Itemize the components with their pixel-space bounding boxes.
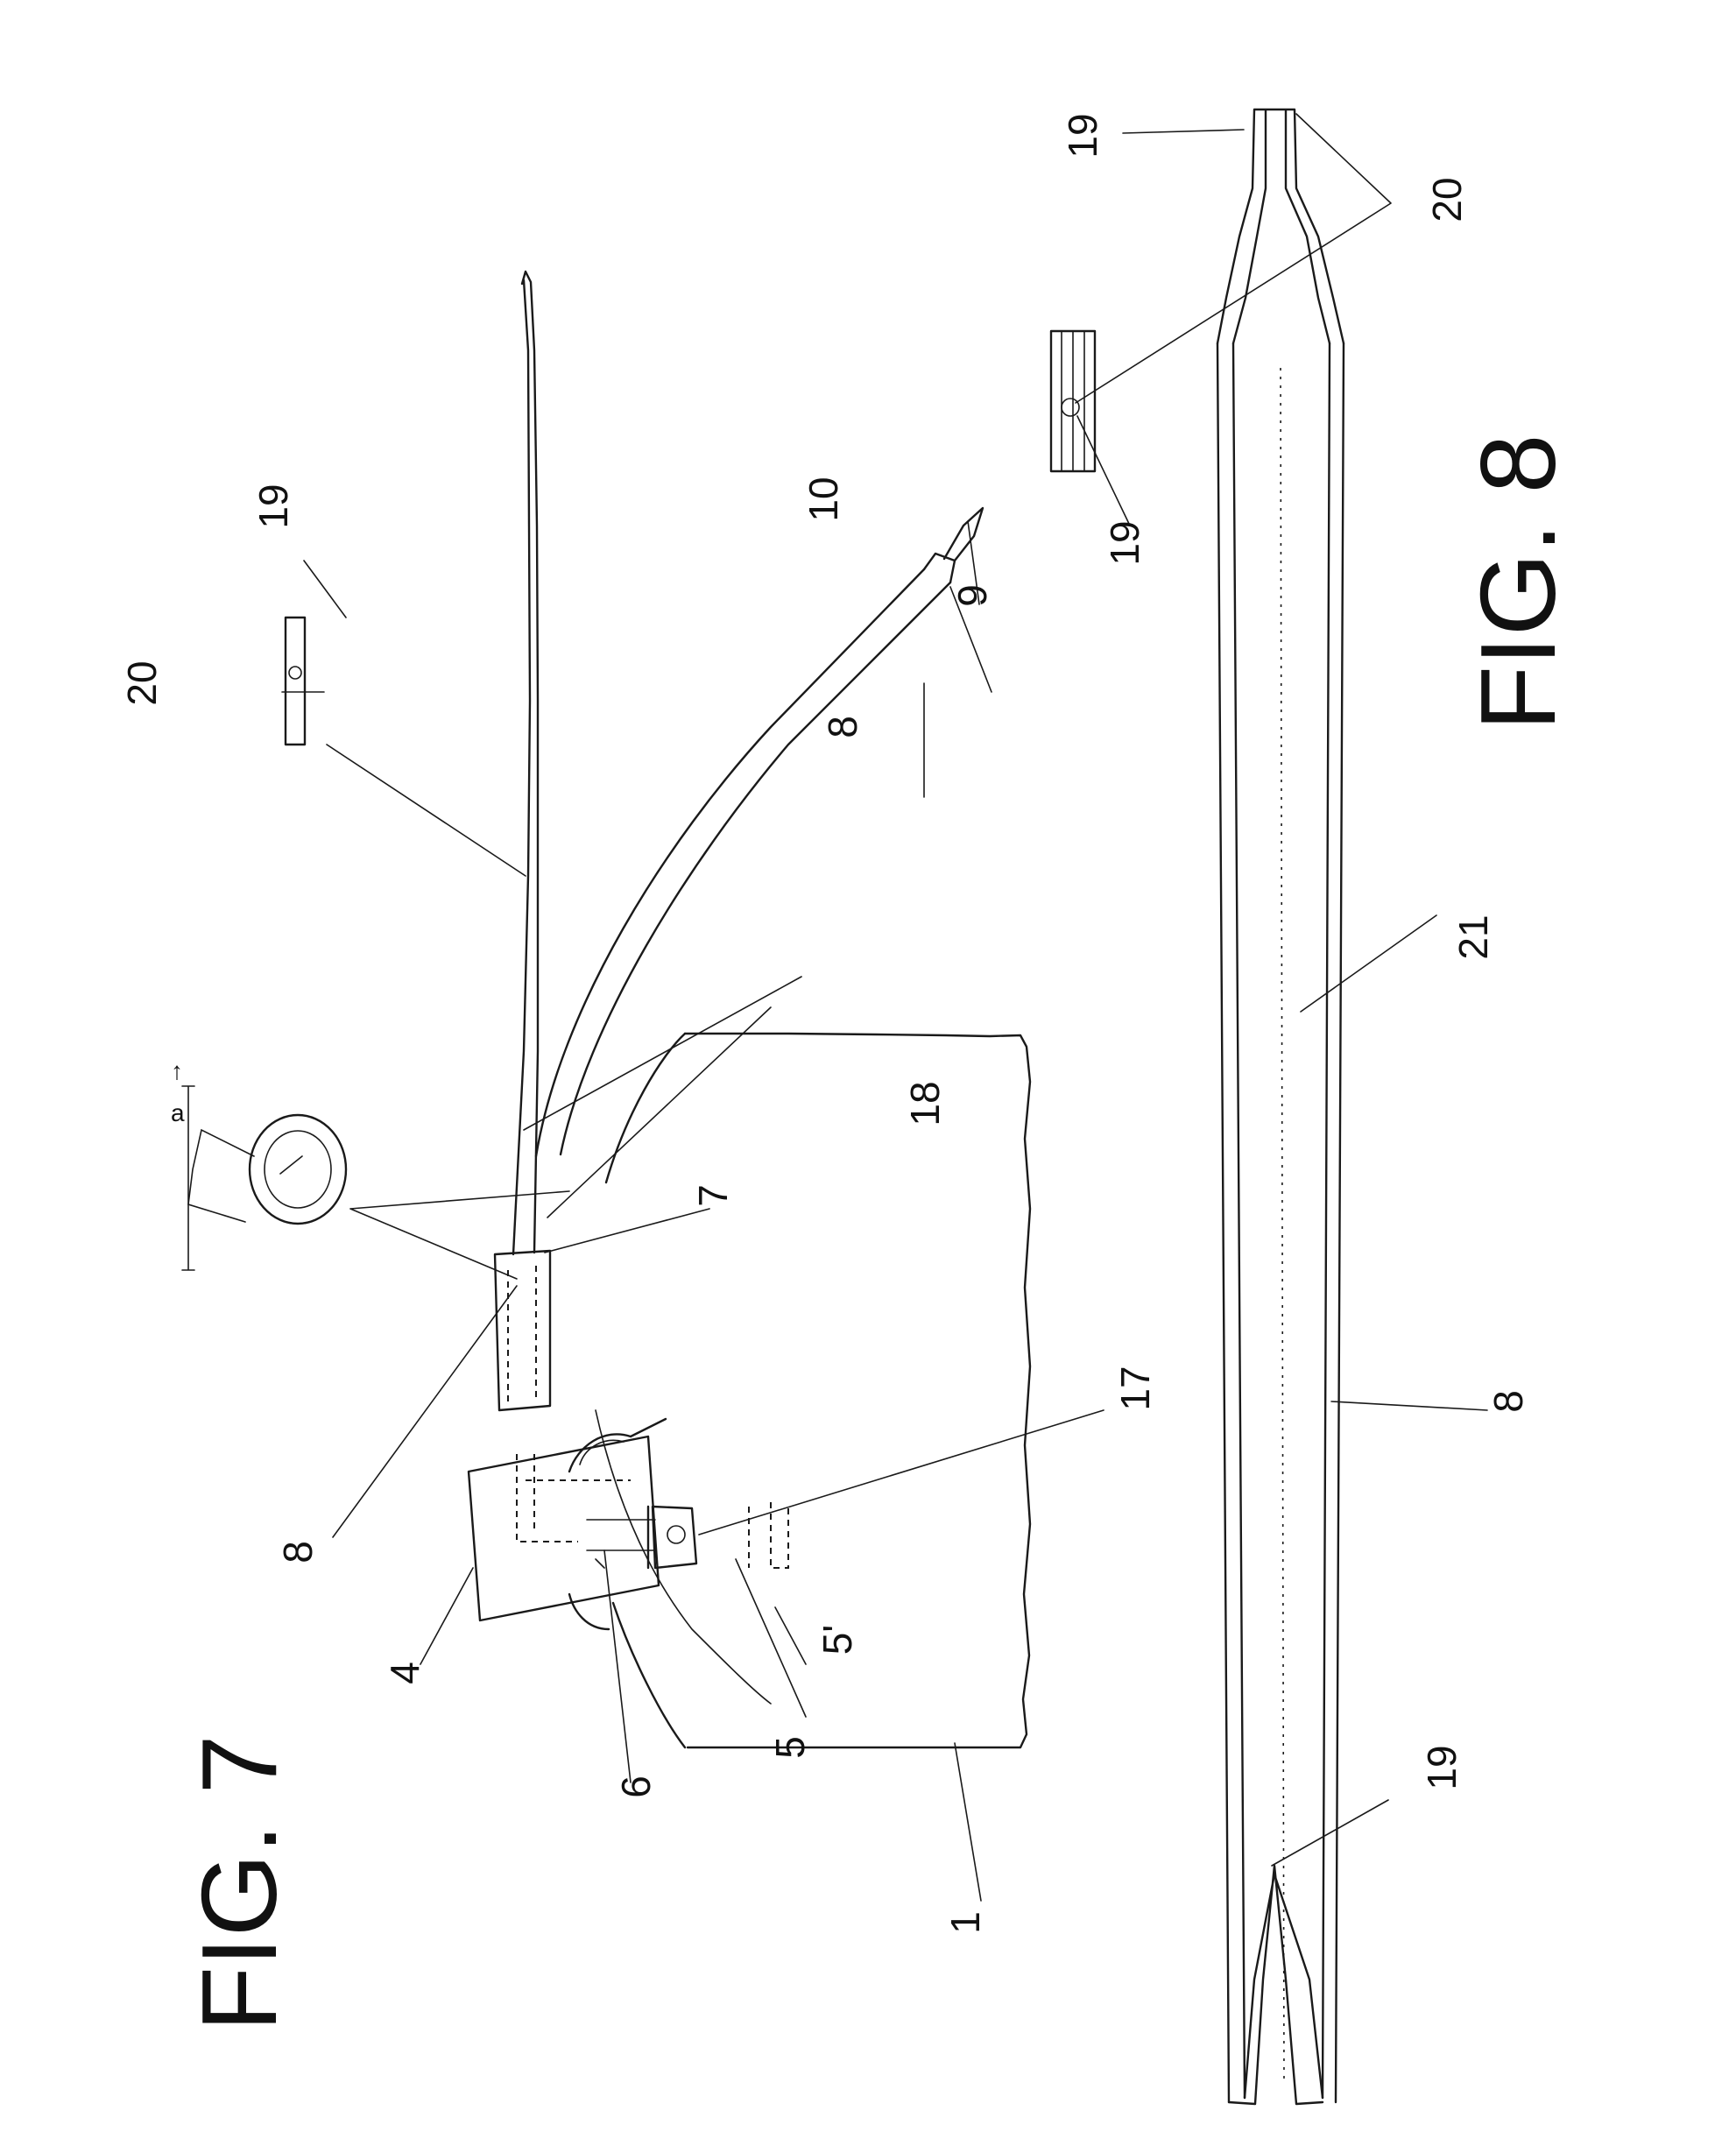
tube-end-orifice — [289, 667, 301, 679]
ref-label-7: 7 — [690, 1184, 736, 1207]
cap-flange — [569, 1419, 666, 1629]
cross-section-dimension — [182, 1086, 302, 1270]
tube-end-detail — [286, 618, 305, 745]
ref-label-21: 21 — [1450, 914, 1496, 959]
connector-dashed — [508, 1266, 536, 1401]
ref-label-18: 18 — [902, 1081, 948, 1126]
ref-label-8-lower: 8 — [275, 1541, 321, 1564]
channel-flare-top — [1217, 109, 1344, 343]
connector-sleeve — [495, 1251, 550, 1410]
long-channel-outer — [1217, 343, 1344, 2102]
channel-center-dotted — [1281, 368, 1284, 2085]
ref-label-5-prime: 5' — [815, 1625, 860, 1655]
fig7-title: FIG. 7 — [180, 1735, 299, 2032]
ref-label-19-fig7: 19 — [251, 484, 296, 528]
valve-ball — [667, 1526, 685, 1543]
ref-label-20-fig8: 20 — [1424, 177, 1470, 222]
branch-tube-inner — [561, 582, 950, 1154]
dimension-mark-a: a — [171, 1099, 185, 1126]
straight-tube — [513, 272, 538, 1254]
ref-label-17: 17 — [1112, 1366, 1158, 1410]
branch-tube-tip — [924, 508, 983, 582]
ref-label-8-fig8: 8 — [1485, 1390, 1531, 1413]
reference-labels: 1 4 5 5' 6 7 8 8 9 10 17 18 19 20 8 19 1… — [119, 113, 1531, 1933]
branch-tube-outer — [536, 569, 924, 1156]
ref-label-9: 9 — [949, 584, 995, 607]
ref-label-5: 5 — [767, 1736, 813, 1759]
ref-label-4: 4 — [382, 1662, 427, 1684]
cross-section-body — [188, 1130, 254, 1222]
ref-label-19-bottom: 19 — [1419, 1745, 1464, 1789]
fig7-leader-lines — [282, 521, 1104, 1901]
ref-label-19-strip: 19 — [1102, 520, 1147, 565]
ref-label-19-top: 19 — [1060, 113, 1105, 158]
ref-label-6: 6 — [613, 1775, 659, 1798]
cap-body — [469, 1437, 659, 1620]
dip-tube-lower-dashed — [749, 1502, 788, 1568]
fig8-title: FIG. 8 — [1458, 434, 1577, 731]
container-neck-outline — [596, 1410, 771, 1704]
ref-label-20-fig7: 20 — [119, 660, 165, 705]
dip-tube-dashed — [517, 1454, 631, 1542]
fig8-drawing — [1051, 109, 1487, 2104]
channel-strip-hole — [1062, 399, 1079, 416]
dimension-mark-arrow: ↑ — [171, 1057, 183, 1084]
fig7-drawing: a ↑ — [171, 272, 1104, 1901]
tube-cross-section-inner — [265, 1131, 331, 1208]
cap-flange-rim — [580, 1440, 624, 1465]
ref-label-1: 1 — [942, 1911, 988, 1934]
ref-label-10: 10 — [801, 476, 846, 521]
ref-label-8-upper: 8 — [820, 716, 865, 738]
container-shoulder — [606, 1034, 685, 1747]
valve-stem — [587, 1520, 655, 1568]
